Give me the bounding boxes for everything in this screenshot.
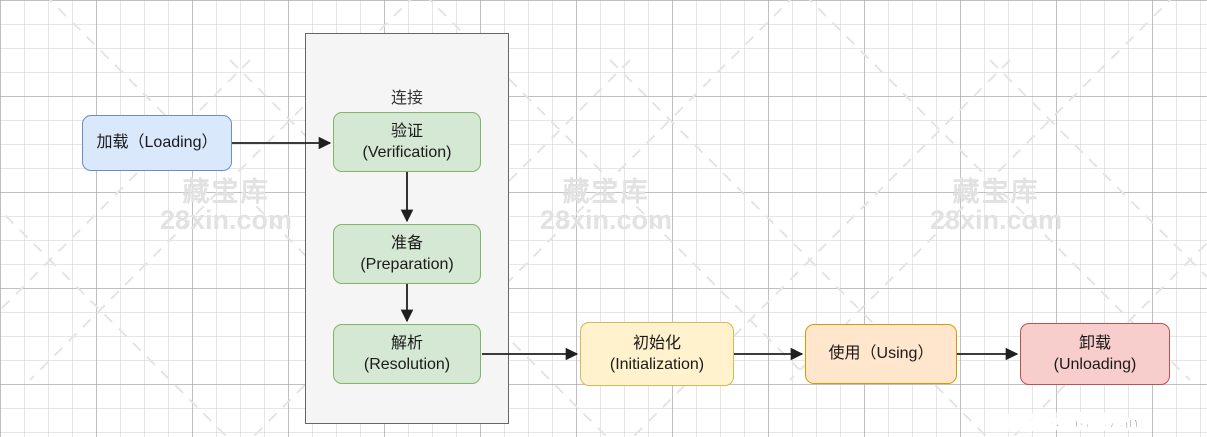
watermark-en: 28xin.com bbox=[930, 205, 1063, 236]
corner-watermark-primary: 藏宝库28xin.com bbox=[994, 413, 1130, 434]
watermark-tile-2: 藏宝库 28xin.com bbox=[540, 178, 672, 235]
node-preparation[interactable]: 准备 (Preparation) bbox=[333, 224, 481, 284]
node-initialization[interactable]: 初始化 (Initialization) bbox=[580, 322, 734, 386]
node-verification[interactable]: 验证 (Verification) bbox=[333, 112, 481, 172]
watermark-cn: 藏宝库 bbox=[562, 177, 650, 207]
node-using[interactable]: 使用（Using） bbox=[805, 324, 957, 384]
node-resolution[interactable]: 解析 (Resolution) bbox=[333, 324, 481, 384]
watermark-en: 28xin.com bbox=[160, 205, 293, 236]
watermark-tile-1: 藏宝库 28xin.com bbox=[160, 178, 292, 235]
watermark-tile-3: 藏宝库 28xin.com bbox=[930, 178, 1062, 235]
node-loading[interactable]: 加载（Loading） bbox=[82, 115, 232, 171]
corner-watermark-secondary: 知乎社区的俗告n bbox=[1008, 412, 1139, 433]
node-unloading[interactable]: 卸载 (Unloading) bbox=[1020, 323, 1170, 385]
watermark-cn: 藏宝库 bbox=[952, 177, 1040, 207]
watermark-cn: 藏宝库 bbox=[182, 177, 270, 207]
watermark-en: 28xin.com bbox=[540, 205, 673, 236]
